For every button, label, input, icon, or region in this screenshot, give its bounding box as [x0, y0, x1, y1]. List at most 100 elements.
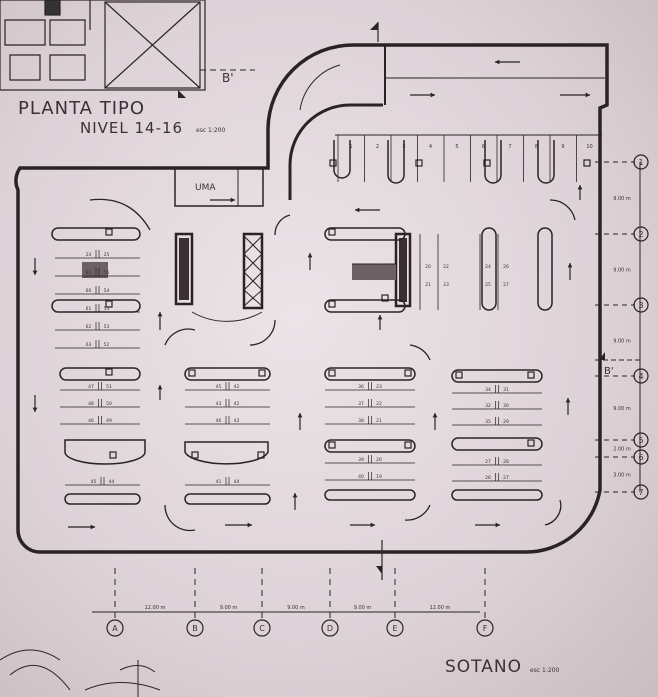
- grid-bubble-b: B: [186, 619, 204, 637]
- upper-section-mark: B': [178, 69, 255, 98]
- stall-number: 24: [485, 264, 491, 270]
- top-section-marker: [370, 22, 379, 42]
- row-dimension: 9.00 m: [613, 268, 631, 274]
- stall-number: 54: [104, 288, 110, 294]
- flow-arrow: [577, 185, 583, 200]
- flow-arrow: [350, 522, 375, 528]
- stall-number: 62: [86, 324, 92, 330]
- flow-arrow: [292, 493, 298, 510]
- grid-bubble-row-4: 4: [633, 368, 649, 384]
- top-stall-number: 1: [349, 144, 352, 150]
- top-stall-number: 10: [586, 144, 592, 150]
- stall-number: 48: [88, 401, 94, 407]
- row-gridlines: [595, 161, 635, 493]
- grid-bubble-row-6: 6: [633, 449, 649, 465]
- flow-arrow: [157, 385, 163, 400]
- flow-arrow: [225, 522, 252, 528]
- flow-arrow: [495, 59, 520, 65]
- flow-arrow: [355, 207, 380, 213]
- flow-arrow: [475, 522, 500, 528]
- stall-number: 26: [485, 475, 491, 481]
- column-dimension: 12.00 m: [430, 605, 451, 611]
- stall-number: 53: [104, 324, 110, 330]
- row-dimension: 9.00 m: [613, 406, 631, 412]
- traffic-arrows: [32, 59, 590, 530]
- flow-arrow: [560, 92, 590, 98]
- column-block: [82, 262, 108, 278]
- grid-bubble-e: E: [386, 619, 404, 637]
- stall-number: 42: [234, 384, 240, 390]
- stall-number: 49: [106, 418, 112, 424]
- stall-number: 27: [503, 282, 509, 288]
- grid-label-row-3: 3: [638, 301, 643, 310]
- stall-number: 45: [91, 479, 97, 485]
- grid-label-a: A: [112, 624, 118, 633]
- right-section-marker: B': [595, 352, 640, 377]
- stall-number: 37: [358, 401, 364, 407]
- row-dimension: 2.00 m: [613, 447, 631, 453]
- top-stall-number: 4: [429, 144, 432, 150]
- stall-number: 25: [485, 282, 491, 288]
- top-stall-number: 2: [376, 144, 379, 150]
- flow-arrow: [297, 413, 303, 430]
- flow-arrow: [307, 253, 313, 270]
- grid-bubble-row-1: 1: [633, 154, 649, 170]
- structural-columns: [105, 159, 591, 459]
- column-gridlines: [114, 568, 486, 620]
- upper-plan-title: PLANTA TIPO: [18, 98, 145, 119]
- section-b-right: B': [604, 366, 614, 377]
- ramp-inner-wall: [288, 103, 383, 200]
- top-stall-number: 5: [455, 144, 458, 150]
- grid-bubble-row-7: 7: [633, 484, 649, 500]
- stall-number: 42: [234, 401, 240, 407]
- tree-sketch-icon: [0, 649, 161, 697]
- building-outline: [14, 43, 609, 554]
- grid-bubble-a: A: [106, 619, 124, 637]
- ramp-curve-guide: [299, 64, 341, 111]
- room-label-uma: UMA: [195, 183, 216, 193]
- lower-scale-label: esc 1:200: [530, 667, 559, 674]
- stall-number: 20: [425, 264, 431, 270]
- stall-number: 28: [503, 459, 509, 465]
- flow-arrow: [567, 263, 573, 280]
- upper-plan-sketch: [0, 0, 206, 91]
- column-dimension: 9.00 m: [287, 605, 305, 611]
- stall-number: 32: [485, 403, 491, 409]
- column-dimension: 9.00 m: [220, 605, 238, 611]
- grid-label-row-2: 2: [638, 230, 643, 239]
- lower-plan-title: SOTANO: [445, 657, 522, 677]
- bottom-section-marker: [376, 540, 383, 580]
- stall-number: 25: [104, 252, 110, 258]
- grid-label-e: E: [392, 624, 397, 633]
- flow-arrow: [68, 524, 95, 530]
- grid-bubble-row-2: 2: [633, 226, 649, 242]
- stall-number: 22: [376, 401, 382, 407]
- row-dimension: 9.00 m: [613, 339, 631, 345]
- flow-arrow: [32, 258, 38, 275]
- stall-number: 22: [443, 264, 449, 270]
- right-core: [352, 232, 412, 308]
- stall-number: 20: [376, 457, 382, 463]
- grid-bubble-row-3: 3: [633, 297, 649, 313]
- top-stall-number: 9: [561, 144, 564, 150]
- grid-label-row-4: 4: [638, 372, 643, 381]
- flow-arrow: [377, 315, 383, 330]
- stall-number: 31: [503, 387, 509, 393]
- top-stall-number: 8: [535, 144, 538, 150]
- stall-number: 41: [216, 479, 222, 485]
- stall-number: 55: [104, 270, 110, 276]
- column-dimension: 12.00 m: [145, 605, 166, 611]
- stall-number: 35: [485, 419, 491, 425]
- grid-label-row-7: 7: [638, 488, 643, 497]
- stall-number: 36: [358, 384, 364, 390]
